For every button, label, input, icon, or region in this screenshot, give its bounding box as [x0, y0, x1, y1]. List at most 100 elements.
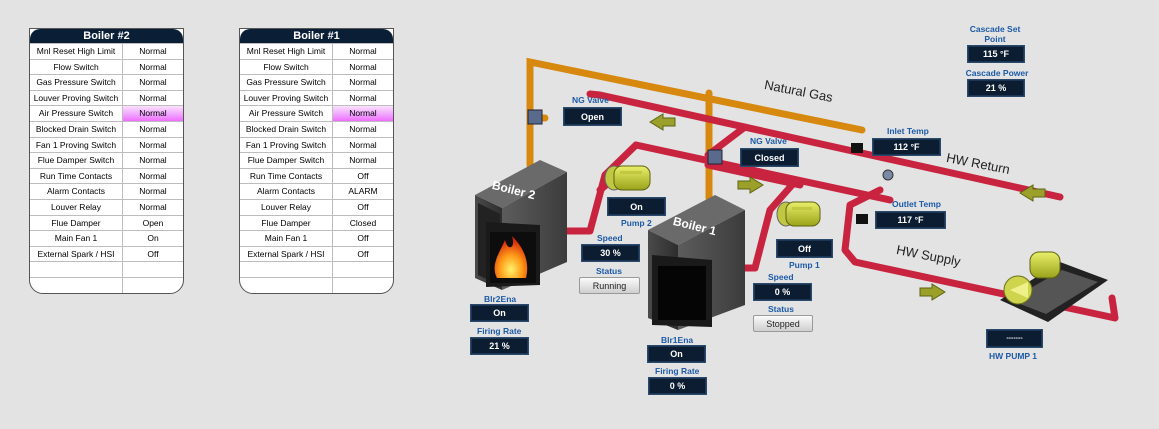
table-row: Main Fan 1 Off	[240, 230, 393, 246]
table-cell-label: Run Time Contacts	[30, 168, 123, 184]
boiler-1-firing-label: Firing Rate	[655, 366, 700, 376]
table-row: Flow Switch Normal	[240, 58, 393, 75]
table-cell-label: Air Pressure Switch	[30, 106, 123, 121]
flow-arrow-icon	[649, 113, 1046, 301]
boiler-1-table-title: Boiler #1	[240, 29, 393, 43]
ng-valve-1-status[interactable]: Closed	[740, 148, 799, 167]
boiler-1-enable-display[interactable]: On	[647, 345, 706, 363]
table-cell-value: Normal	[349, 61, 377, 72]
cascade-setpoint-label: Cascade Set Point	[969, 24, 1021, 44]
table-cell-value: Normal	[333, 106, 393, 121]
table-cell-label: Flue Damper	[30, 215, 123, 231]
table-cell-value	[123, 262, 183, 277]
table-cell-label: Alarm Contacts	[30, 184, 123, 199]
pump-2-state-display[interactable]: On	[607, 197, 666, 216]
table-row: Alarm Contacts ALARM	[240, 183, 393, 199]
table-cell-label: Flow Switch	[30, 59, 123, 75]
table-cell-value: On	[147, 233, 159, 244]
water-piping	[556, 90, 1119, 322]
check-valve-icon	[882, 169, 894, 181]
table-cell-value: Normal	[139, 123, 167, 134]
table-row	[240, 261, 393, 277]
table-cell-label: Mnl Reset High Limit	[30, 44, 123, 59]
cascade-setpoint-display[interactable]: 115 °F	[967, 45, 1025, 63]
pump-2-icon[interactable]	[604, 165, 651, 191]
table-cell-value: Normal	[139, 61, 167, 72]
table-cell-value: Normal	[349, 92, 377, 103]
table-cell-label: Alarm Contacts	[240, 184, 333, 199]
table-cell-label: Gas Pressure Switch	[240, 75, 333, 90]
table-cell-label: Flow Switch	[240, 59, 333, 75]
table-cell-value	[333, 278, 393, 293]
table-cell-value: Off	[357, 170, 369, 181]
table-cell-label: External Spark / HSI	[30, 246, 123, 262]
table-cell-value: Normal	[139, 92, 167, 103]
table-row: External Spark / HSI Off	[30, 245, 183, 262]
table-cell-value: Off	[147, 248, 159, 259]
table-cell-label: Air Pressure Switch	[240, 106, 333, 121]
table-cell-label	[30, 262, 123, 277]
table-cell-value: Off	[357, 233, 369, 244]
table-cell-value: Normal	[349, 46, 377, 56]
boiler-2-enable-label: Blr2Ena	[484, 294, 517, 304]
table-cell-value: Normal	[139, 186, 167, 197]
table-cell-value: Open	[142, 217, 164, 228]
pump-2-speed-label: Speed	[597, 233, 623, 243]
pump-1-status-label: Status	[768, 304, 794, 314]
boiler-1-unit[interactable]	[648, 195, 745, 330]
table-cell-label: Louver Relay	[30, 199, 123, 215]
table-row: Alarm Contacts Normal	[30, 183, 183, 199]
table-cell-label: Louver Proving Switch	[30, 90, 123, 106]
ng-valve-2-status[interactable]: Open	[563, 107, 622, 126]
table-cell-value: Off	[357, 248, 369, 259]
hw-pump-1-name: HW PUMP 1	[989, 351, 1038, 361]
pump-1-icon[interactable]	[776, 201, 821, 227]
ng-valve-1-label: NG Valve	[750, 136, 787, 146]
pump-1-status-display: Stopped	[753, 315, 813, 332]
table-cell-value	[333, 262, 393, 277]
pump-2-speed-display: 30 %	[581, 244, 640, 262]
table-cell-value: Normal	[139, 170, 167, 181]
ng-valve-1-body[interactable]	[707, 149, 723, 165]
inlet-temp-label: Inlet Temp	[887, 126, 929, 136]
table-cell-value: Normal	[139, 155, 167, 166]
hw-pump-1-display[interactable]: -------	[986, 329, 1043, 348]
table-cell-value: ALARM	[348, 186, 378, 197]
pump-1-speed-display: 0 %	[753, 283, 812, 301]
hw-pump-1-icon[interactable]	[1000, 251, 1108, 322]
table-cell-value: Normal	[349, 139, 377, 150]
table-cell-label	[240, 262, 333, 277]
boiler-2-enable-display[interactable]: On	[470, 304, 529, 322]
pump-1-state-display[interactable]: Off	[776, 239, 833, 258]
table-cell-label: Main Fan 1	[240, 231, 333, 246]
boiler-2-unit[interactable]	[475, 160, 567, 290]
table-row	[30, 261, 183, 277]
ng-valve-2-body[interactable]	[527, 109, 543, 125]
pump-1-name: Pump 1	[789, 260, 820, 270]
table-cell-value: Off	[357, 201, 369, 212]
outlet-temp-display: 117 °F	[875, 211, 946, 229]
pump-2-status-display: Running	[579, 277, 640, 294]
table-cell-label: Flue Damper	[240, 215, 333, 231]
boiler-2-table-title: Boiler #2	[30, 29, 183, 43]
pump-1-speed-label: Speed	[768, 272, 794, 282]
table-cell-value: Normal	[349, 155, 377, 166]
table-cell-label: Blocked Drain Switch	[240, 121, 333, 137]
boiler-2-firing-display: 21 %	[470, 337, 529, 355]
inlet-temp-sensor	[851, 143, 863, 153]
gas-piping	[526, 57, 866, 202]
boiler-1-firing-display: 0 %	[648, 377, 707, 395]
table-cell-label: Fan 1 Proving Switch	[30, 137, 123, 153]
boiler-2-firing-label: Firing Rate	[477, 326, 522, 336]
